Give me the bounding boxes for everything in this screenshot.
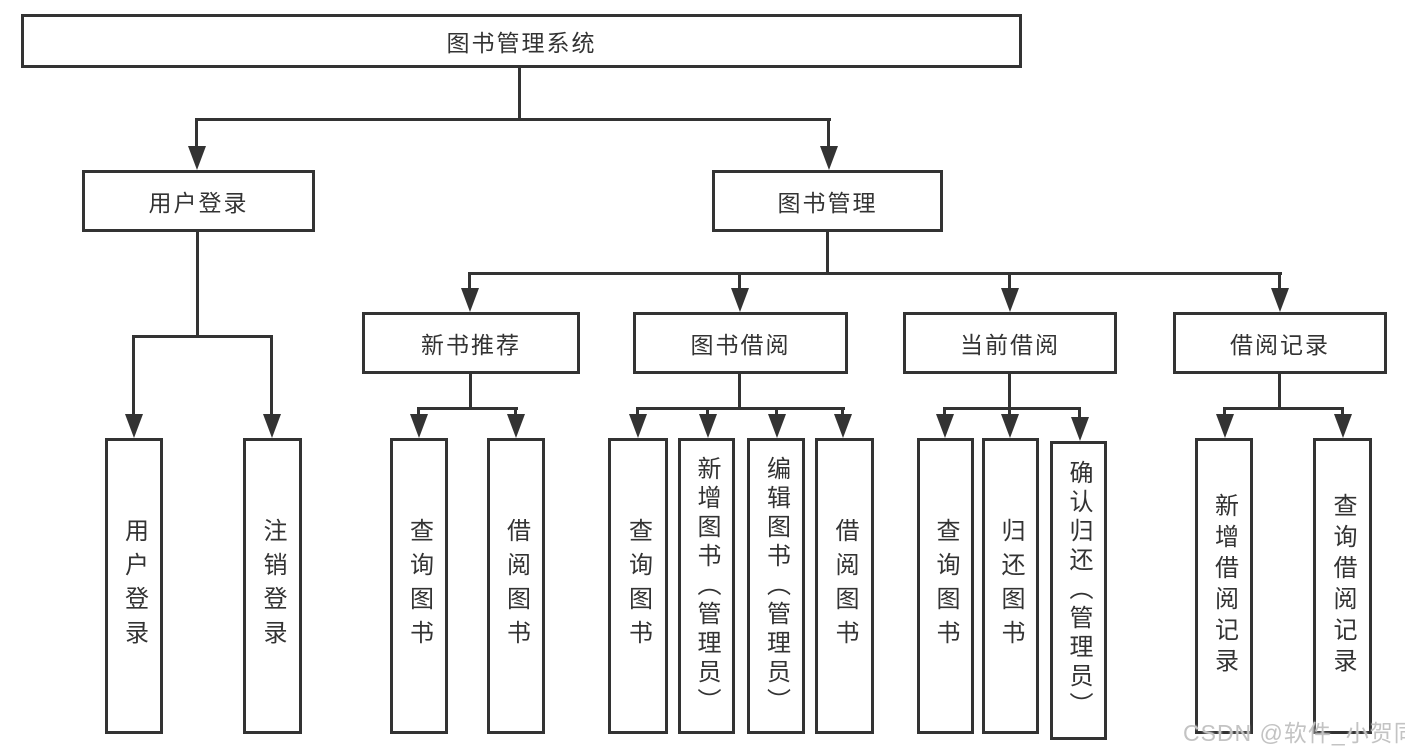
connector-stem: [514, 407, 517, 416]
connector-arrowhead: [1334, 414, 1352, 438]
leaf-confirm-return-admin-label: 确认归还（管理员）: [1065, 460, 1092, 721]
connector-trunk: [469, 374, 472, 410]
leaf-add-book-admin: 新增图书（管理员）: [678, 438, 735, 734]
leaf-query-books-current-label: 查询图书: [932, 518, 959, 654]
connector-stem: [417, 407, 420, 416]
leaf-query-borrow-record: 查询借阅记录: [1313, 438, 1372, 734]
leaf-add-borrow-record: 新增借阅记录: [1195, 438, 1253, 734]
node-new-book-recommend: 新书推荐: [362, 312, 580, 374]
connector-trunk: [1008, 374, 1011, 410]
connector-rail: [196, 118, 831, 121]
connector-stem: [195, 118, 198, 148]
connector-arrowhead: [834, 414, 852, 438]
connector-stem: [827, 118, 830, 148]
connector-stem: [943, 407, 946, 416]
connector-rail: [417, 407, 518, 410]
connector-arrowhead: [699, 414, 717, 438]
node-book-borrow: 图书借阅: [633, 312, 848, 374]
connector-arrowhead: [507, 414, 525, 438]
connector-stem: [132, 335, 135, 414]
connector-arrowhead: [1001, 288, 1019, 312]
leaf-return-book-label: 归还图书: [997, 518, 1024, 654]
connector-rail: [1223, 407, 1344, 410]
node-book-borrow-label: 图书借阅: [690, 332, 791, 358]
node-root-label: 图书管理系统: [446, 30, 597, 56]
leaf-query-books-recommend: 查询图书: [390, 438, 448, 734]
leaf-query-books-current: 查询图书: [917, 438, 974, 734]
node-user-login: 用户登录: [82, 170, 315, 232]
leaf-query-books-borrow-label: 查询图书: [624, 518, 652, 654]
connector-rail: [132, 335, 273, 338]
leaf-edit-book-admin-label: 编辑图书（管理员）: [762, 455, 790, 717]
connector-stem: [636, 407, 639, 416]
leaf-confirm-return-admin: 确认归还（管理员）: [1050, 441, 1107, 740]
connector-arrowhead: [188, 146, 206, 170]
connector-stem: [1341, 407, 1344, 416]
leaf-add-book-admin-label: 新增图书（管理员）: [693, 455, 720, 717]
node-current-borrow: 当前借阅: [903, 312, 1117, 374]
connector-rail: [943, 407, 1081, 410]
connector-arrowhead: [629, 414, 647, 438]
connector-arrowhead: [461, 288, 479, 312]
connector-arrowhead: [936, 414, 954, 438]
node-book-management: 图书管理: [712, 170, 943, 232]
connector-trunk: [196, 232, 199, 338]
leaf-borrow-book: 借阅图书: [815, 438, 874, 734]
leaf-query-books-borrow: 查询图书: [608, 438, 668, 734]
leaf-logout-label: 注销登录: [259, 518, 286, 654]
connector-arrowhead: [410, 414, 428, 438]
node-new-book-recommend-label: 新书推荐: [421, 332, 521, 358]
connector-arrowhead: [768, 414, 786, 438]
connector-rail: [636, 407, 845, 410]
node-current-borrow-label: 当前借阅: [960, 332, 1060, 358]
node-root-system: 图书管理系统: [21, 14, 1022, 68]
leaf-user-login-label: 用户登录: [120, 518, 148, 654]
leaf-query-books-recommend-label: 查询图书: [405, 518, 433, 654]
node-book-management-label: 图书管理: [777, 190, 878, 216]
connector-trunk: [826, 232, 829, 274]
node-borrow-records: 借阅记录: [1173, 312, 1387, 374]
connector-stem: [775, 407, 778, 416]
leaf-query-borrow-record-label: 查询借阅记录: [1329, 493, 1356, 679]
connector-arrowhead: [1071, 417, 1089, 441]
connector-arrowhead: [731, 288, 749, 312]
connector-stem: [468, 272, 471, 290]
connector-stem: [1008, 407, 1011, 416]
leaf-logout: 注销登录: [243, 438, 302, 734]
connector-stem: [1278, 272, 1281, 290]
connector-arrowhead: [263, 414, 281, 438]
connector-stem: [841, 407, 844, 416]
leaf-add-borrow-record-label: 新增借阅记录: [1210, 493, 1238, 679]
connector-stem: [1008, 272, 1011, 290]
node-borrow-records-label: 借阅记录: [1230, 332, 1330, 358]
leaf-borrow-books-recommend: 借阅图书: [487, 438, 545, 734]
connector-trunk: [1278, 374, 1281, 410]
connector-arrowhead: [1001, 414, 1019, 438]
connector-stem: [1078, 407, 1081, 419]
csdn-watermark: CSDN @软件_小贺同学: [1183, 720, 1405, 746]
connector-arrowhead: [125, 414, 143, 438]
leaf-borrow-books-recommend-label: 借阅图书: [502, 518, 530, 654]
connector-arrowhead: [1216, 414, 1234, 438]
connector-stem: [270, 335, 273, 414]
connector-stem: [706, 407, 709, 416]
leaf-edit-book-admin: 编辑图书（管理员）: [747, 438, 805, 734]
connector-arrowhead: [820, 146, 838, 170]
leaf-user-login: 用户登录: [105, 438, 163, 734]
connector-stem: [1223, 407, 1226, 416]
connector-trunk: [738, 374, 741, 410]
connector-stem: [738, 272, 741, 290]
node-user-login-label: 用户登录: [148, 190, 249, 216]
connector-rail: [468, 272, 1282, 275]
leaf-borrow-book-label: 借阅图书: [831, 518, 858, 654]
connector-trunk: [518, 65, 521, 121]
leaf-return-book: 归还图书: [982, 438, 1039, 734]
connector-arrowhead: [1271, 288, 1289, 312]
